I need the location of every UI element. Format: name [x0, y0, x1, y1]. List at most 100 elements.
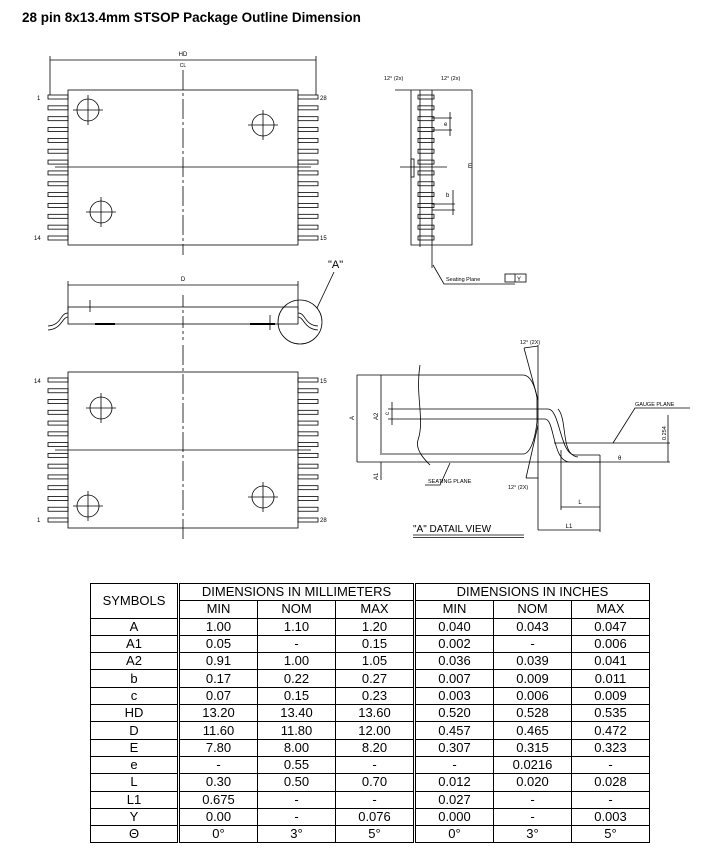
angle-left-label: 12° (2x) [384, 76, 403, 82]
pin-lead [47, 442, 69, 448]
pin-lead [47, 116, 69, 122]
pin-lead [417, 213, 435, 219]
pin-lead [47, 388, 69, 394]
pin-lead [47, 94, 69, 100]
pin-lead [297, 105, 319, 111]
column-header: MIN [413, 600, 494, 619]
table-row: e-0.55--0.0216- [90, 755, 650, 775]
pin-28-label: 28 [320, 96, 327, 102]
end-view: 12° (2x) 12° (2x) E e b Seating Plane Y [384, 76, 527, 285]
symbol-cell: c [90, 686, 180, 706]
value-cell: 0.07 [178, 686, 258, 706]
value-cell: - [335, 790, 415, 809]
d-label: D [181, 277, 186, 283]
value-cell: 0.007 [413, 669, 494, 688]
pin-lead [417, 116, 435, 122]
column-header: MAX [335, 600, 415, 619]
value-cell: 5° [571, 825, 650, 844]
symbol-cell: L1 [90, 790, 180, 809]
angle-right-label: 12° (2x) [441, 76, 460, 82]
pin-lead [297, 399, 319, 404]
pin-lead [297, 116, 319, 122]
pin-lead [297, 127, 319, 132]
value-cell: 0.15 [335, 634, 415, 654]
pin-lead [47, 506, 69, 512]
symbol-cell: e [90, 755, 180, 775]
angle-top-label: 12° (2X) [520, 340, 540, 346]
value-cell: - [571, 790, 650, 809]
pin-lead [47, 517, 69, 523]
symbols-header: SYMBOLS [90, 583, 180, 619]
value-cell: - [493, 634, 572, 654]
value-cell: 0.011 [571, 669, 650, 688]
pin-lead [297, 474, 319, 480]
pin-lead [297, 506, 319, 512]
pin-lead [297, 431, 319, 437]
value-cell: 12.00 [335, 721, 415, 740]
pin-lead [297, 213, 319, 219]
value-cell: 13.60 [335, 704, 415, 723]
value-cell: 0.307 [413, 738, 494, 757]
column-header: NOM [493, 600, 572, 619]
pin-lead [47, 203, 69, 208]
value-cell: 0.457 [413, 721, 494, 740]
value-cell: 8.20 [335, 738, 415, 757]
column-header: MAX [571, 600, 650, 619]
value-cell: - [413, 755, 494, 775]
pin-lead [47, 235, 69, 241]
pin-lead [47, 192, 69, 198]
l1-label: L1 [566, 524, 573, 530]
pitch-e-label: e [444, 122, 448, 128]
pin-lead [297, 224, 319, 230]
page-title: 28 pin 8x13.4mm STSOP Package Outline Di… [22, 10, 361, 25]
pin-lead [297, 148, 319, 154]
value-cell: 0.006 [571, 634, 650, 654]
pin-lead [297, 517, 319, 523]
value-cell: - [257, 790, 336, 809]
value-cell: - [571, 755, 650, 775]
symbol-cell: b [90, 669, 180, 688]
theta-label: θ [618, 456, 622, 462]
value-cell: 0.002 [413, 634, 494, 654]
top-view: HD CL 1 14 28 15 [34, 52, 327, 255]
a2-label: A2 [374, 412, 380, 420]
value-cell: 0.315 [493, 738, 572, 757]
value-cell: 0.91 [178, 652, 258, 671]
value-cell: 0.05 [178, 634, 258, 654]
pin-row [47, 94, 319, 241]
pin-lead [417, 127, 435, 132]
pin-15-label: 15 [320, 379, 327, 385]
gauge-plane-label: GAUGE PLANE [635, 402, 675, 408]
pin-1-label: 1 [37, 518, 41, 524]
value-cell: 0.535 [571, 704, 650, 723]
pin-lead [297, 377, 319, 383]
pin-lead [47, 181, 69, 187]
pin-lead [47, 409, 69, 415]
value-cell: 0.009 [493, 669, 572, 688]
pin-lead [297, 192, 319, 198]
detail-view: A A2 c A1 12° (2X) 12° (2X) GAUGE PLANE … [350, 340, 690, 538]
value-cell: 0.039 [493, 652, 572, 671]
detail-a-circle [277, 299, 323, 345]
flatness-y-label: Y [517, 277, 521, 283]
pin-lead [417, 137, 435, 143]
pin-lead [47, 399, 69, 404]
pin-lead [417, 170, 435, 176]
value-cell: 3° [493, 825, 572, 844]
symbol-cell: A [90, 617, 180, 636]
pin-lead [47, 224, 69, 230]
pin-lead [417, 159, 435, 165]
pin-14-label: 14 [34, 379, 41, 385]
value-cell: 0.047 [571, 617, 650, 636]
value-cell: 0.00 [178, 807, 258, 827]
value-cell: 0.50 [257, 773, 336, 792]
e-dim-label: E [468, 164, 472, 170]
pin-lead [297, 452, 319, 458]
pin-lead [297, 94, 319, 100]
pin-lead [47, 485, 69, 491]
dimensions-table: SYMBOLS DIMENSIONS IN MILLIMETERS DIMENS… [90, 582, 650, 844]
value-cell: - [335, 755, 415, 775]
